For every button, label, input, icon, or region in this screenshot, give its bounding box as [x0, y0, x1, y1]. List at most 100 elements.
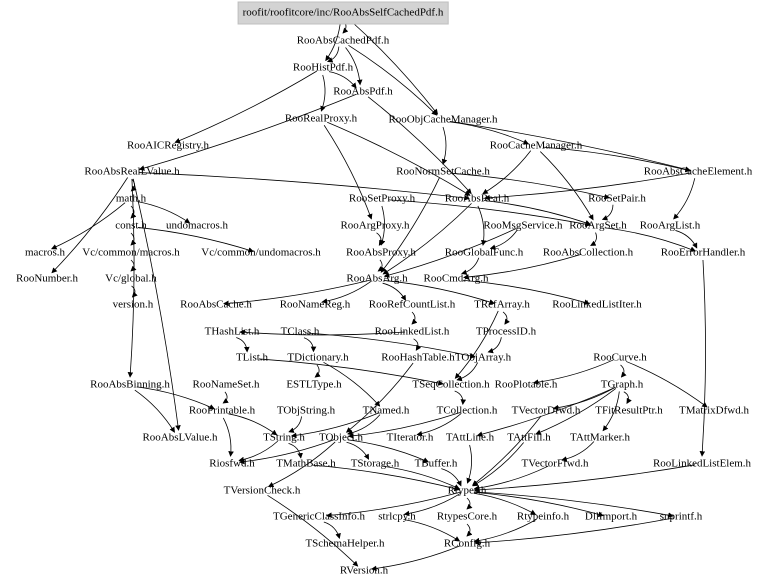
node-TMathBase[interactable]: TMathBase.h	[276, 457, 336, 470]
node-VcMacros[interactable]: Vc/common/macros.h	[82, 246, 180, 259]
node-TNamed[interactable]: TNamed.h	[362, 404, 410, 417]
node-TString[interactable]: TString.h	[263, 431, 305, 444]
node-TObject[interactable]: TObject.h	[318, 431, 364, 444]
node-RooGlobalFunc[interactable]: RooGlobalFunc.h	[444, 246, 524, 259]
node-RooAbsCachedPdf[interactable]: RooAbsCachedPdf.h	[296, 34, 390, 47]
node-RooArgSet[interactable]: RooArgSet.h	[569, 219, 627, 232]
node-RooHistPdf[interactable]: RooHistPdf.h	[292, 61, 354, 74]
edge-TGenericClassInfo-to-TSchemaHelper	[323, 521, 341, 540]
node-TObjArray[interactable]: TObjArray.h	[454, 351, 512, 364]
node-TMatrixDfwd[interactable]: TMatrixDfwd.h	[679, 404, 749, 417]
node-RooPrintable[interactable]: RooPrintable.h	[188, 404, 256, 417]
node-snprintf[interactable]: snprintf.h	[659, 510, 703, 523]
node-RooNumber[interactable]: RooNumber.h	[15, 272, 79, 285]
node-TAttFill[interactable]: TAttFill.h	[507, 431, 551, 444]
node-RooAbsLValue[interactable]: RooAbsLValue.h	[142, 431, 218, 444]
node-RtypesCore[interactable]: RtypesCore.h	[436, 510, 498, 523]
node-RooCacheManager[interactable]: RooCacheManager.h	[489, 139, 583, 152]
node-macros[interactable]: macros.h	[24, 246, 66, 259]
node-RooAbsRealLValue[interactable]: RooAbsRealLValue.h	[84, 165, 180, 178]
edge-RooHistPdf-to-RooRealProxy	[320, 74, 326, 112]
node-Riosfwd[interactable]: Riosfwd.h	[209, 457, 255, 470]
node-TSeqCollection[interactable]: TSeqCollection.h	[412, 378, 490, 391]
node-TVersionCheck[interactable]: TVersionCheck.h	[223, 484, 301, 497]
node-TVectorDfwd[interactable]: TVectorDfwd.h	[511, 404, 581, 417]
edge-TString-to-Riosfwd	[238, 440, 279, 463]
node-RooNormSetCache[interactable]: RooNormSetCache.h	[396, 165, 490, 178]
node-RooCmdArg[interactable]: RooCmdArg.h	[423, 272, 489, 285]
edge-RooAbsArg-to-RooNameReg	[321, 281, 371, 304]
edge-RooSetProxy-to-RooArgSet	[388, 199, 591, 227]
edge-RooArgList-to-RooErrorHandler	[675, 230, 698, 249]
edge-TObjArray-to-TSeqCollection	[456, 362, 479, 382]
node-TList[interactable]: TList.h	[235, 351, 269, 364]
node-VcUndomacros[interactable]: Vc/common/undomacros.h	[201, 246, 321, 259]
node-TVectorFfwd[interactable]: TVectorFfwd.h	[521, 457, 589, 470]
node-strlcpy[interactable]: strlcpy.h	[378, 510, 416, 523]
node-TStorage[interactable]: TStorage.h	[350, 457, 400, 470]
node-RooLinkedList[interactable]: RooLinkedList.h	[374, 325, 450, 338]
node-RooSetPair[interactable]: RooSetPair.h	[588, 192, 646, 205]
node-VcGlobal[interactable]: Vc/global.h	[105, 272, 157, 285]
node-RooSetProxy[interactable]: RooSetProxy.h	[348, 192, 416, 205]
node-TCollection[interactable]: TCollection.h	[436, 404, 498, 417]
node-TIterator[interactable]: TIterator.h	[386, 431, 434, 444]
node-math[interactable]: math.h	[115, 192, 147, 205]
node-RooNameSet[interactable]: RooNameSet.h	[192, 378, 260, 391]
node-TObjString[interactable]: TObjString.h	[276, 404, 336, 417]
node-TAttLine[interactable]: TAttLine.h	[445, 431, 495, 444]
node-RooAbsProxy[interactable]: RooAbsProxy.h	[346, 246, 416, 259]
node-TAttMarker[interactable]: TAttMarker.h	[570, 431, 630, 444]
node-RooCurve[interactable]: RooCurve.h	[593, 351, 647, 364]
node-RooArgProxy[interactable]: RooArgProxy.h	[340, 219, 410, 232]
node-RooAbsArg[interactable]: RooAbsArg.h	[346, 272, 408, 285]
node-RooAbsPdf[interactable]: RooAbsPdf.h	[333, 85, 393, 98]
node-RConfig[interactable]: RConfig.h	[443, 537, 491, 550]
node-RooAbsCache[interactable]: RooAbsCache.h	[180, 298, 252, 311]
node-ESTLType[interactable]: ESTLType.h	[286, 378, 342, 391]
node-RooAbsBinning[interactable]: RooAbsBinning.h	[90, 378, 170, 391]
node-RooAbsCollection[interactable]: RooAbsCollection.h	[542, 246, 634, 259]
node-TDictionary[interactable]: TDictionary.h	[287, 351, 349, 364]
node-TProcessID[interactable]: TProcessID.h	[475, 325, 537, 338]
node-undomacros[interactable]: undomacros.h	[165, 219, 229, 232]
node-RooHashTable[interactable]: RooHashTable.h	[381, 351, 455, 364]
edge-RooAbsProxy-to-RooAbsArg	[377, 259, 384, 272]
node-RooArgList[interactable]: RooArgList.h	[639, 219, 701, 232]
edge-TObjString-to-TString	[288, 416, 302, 433]
node-THashList[interactable]: THashList.h	[204, 325, 260, 338]
node-RooAbsReal[interactable]: RooAbsReal.h	[444, 192, 510, 205]
edge-RooAbsCachedPdf-to-RooHistPdf	[327, 46, 340, 63]
node-Rtypes[interactable]: Rtypes.h	[447, 484, 487, 497]
edge-TVersionCheck-to-RVersion	[267, 494, 359, 567]
edge-RooArgProxy-to-RooAbsProxy	[376, 232, 385, 246]
node-TGraph[interactable]: TGraph.h	[600, 378, 644, 391]
edge-RooArgSet-to-RooAbsCollection	[590, 232, 597, 246]
node-RooObjCacheManager[interactable]: RooObjCacheManager.h	[388, 113, 498, 126]
edge-TRefArray-to-TSeqCollection	[454, 310, 499, 379]
root-file-node[interactable]: roofit/roofitcore/inc/RooAbsSelfCachedPd…	[237, 1, 449, 25]
node-TRefArray[interactable]: TRefArray.h	[474, 298, 530, 311]
node-RooPlotable[interactable]: RooPlotable.h	[494, 378, 558, 391]
node-Rtypeinfo[interactable]: Rtypeinfo.h	[516, 510, 570, 523]
node-RVersion[interactable]: RVersion.h	[339, 564, 389, 577]
node-RooRealProxy[interactable]: RooRealProxy.h	[284, 112, 358, 125]
node-const[interactable]: const.h	[115, 219, 147, 232]
node-TClass[interactable]: TClass.h	[280, 325, 320, 338]
node-DllImport[interactable]: DllImport.h	[584, 510, 638, 523]
edge-TSeqCollection-to-TCollection	[454, 390, 467, 405]
edge-TNamed-to-TObject	[347, 414, 381, 436]
node-RooMsgService[interactable]: RooMsgService.h	[483, 219, 563, 232]
node-RooNameReg[interactable]: RooNameReg.h	[279, 298, 351, 311]
node-RooLinkedListIter[interactable]: RooLinkedListIter.h	[552, 298, 642, 311]
node-RooAICRegistry[interactable]: RooAICRegistry.h	[126, 139, 210, 152]
node-RooErrorHandler[interactable]: RooErrorHandler.h	[660, 246, 746, 259]
node-TFitResultPtr[interactable]: TFitResultPtr.h	[595, 404, 663, 417]
node-RooRefCountList[interactable]: RooRefCountList.h	[368, 298, 456, 311]
node-RooLinkedListElem[interactable]: RooLinkedListElem.h	[652, 457, 752, 470]
node-TGenericClassInfo[interactable]: TGenericClassInfo.h	[273, 510, 365, 523]
node-TSchemaHelper[interactable]: TSchemaHelper.h	[305, 537, 385, 550]
node-RooAbsCacheElement[interactable]: RooAbsCacheElement.h	[643, 165, 753, 178]
node-TBuffer[interactable]: TBuffer.h	[414, 457, 458, 470]
node-version[interactable]: version.h	[112, 298, 154, 311]
